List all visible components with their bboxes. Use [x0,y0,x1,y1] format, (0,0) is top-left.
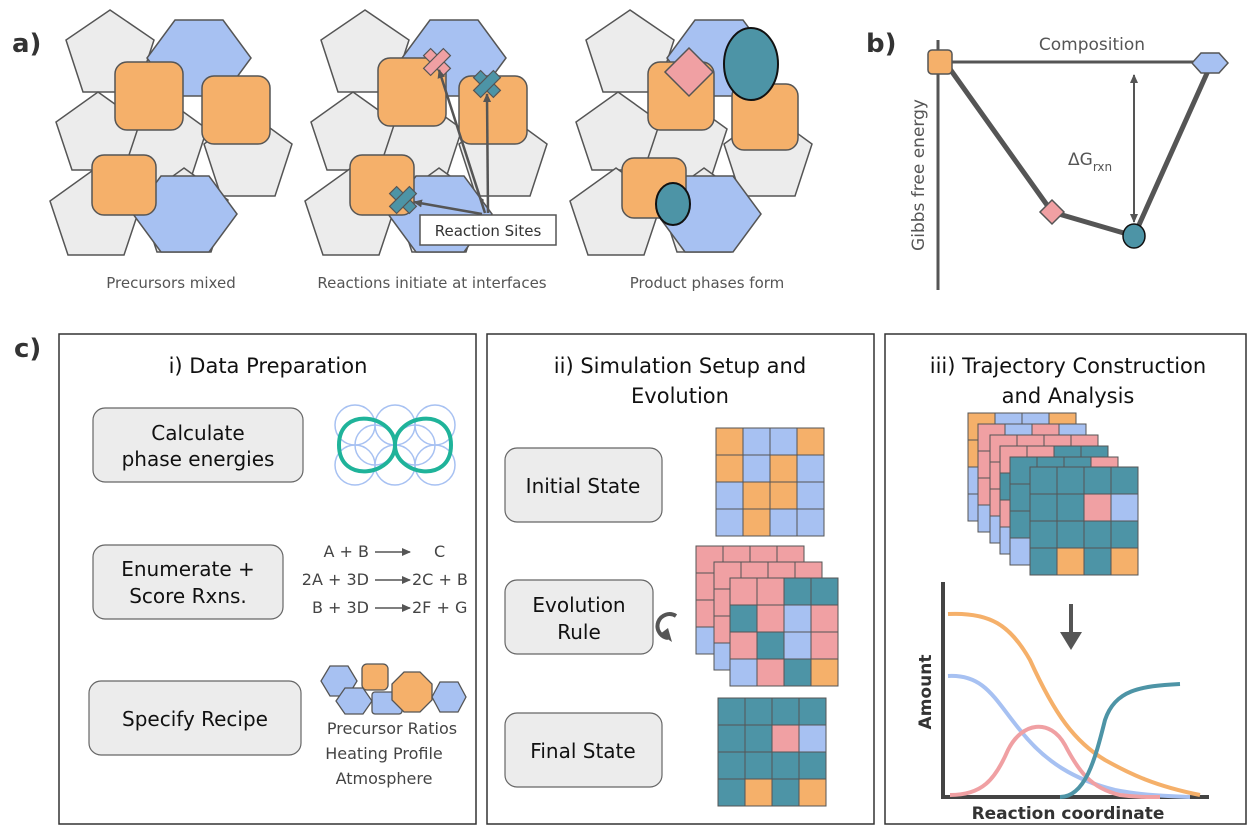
trajectory-box [884,333,1247,825]
reaction-site-cross-icon [422,47,452,77]
cycle-arrow-icon [655,612,678,642]
intermediate-diamond-icon [1038,198,1066,226]
recipe-item-heating: Heating Profile [325,744,443,763]
teal-phase-curve [1059,682,1181,799]
energy-diagram: Composition Gibbs free energy ΔGrxn [909,35,1230,290]
rule-line2: Rule [557,620,601,644]
initial-state-text: Initial State [526,474,641,498]
box1-title: i) Data Preparation [169,354,368,378]
down-arrow-icon [1060,604,1082,650]
simulation-box [486,333,875,825]
delta-g-label: ΔGrxn [1068,150,1112,174]
evolution-layer [729,577,839,687]
rxn2-right: 2C + B [412,570,468,589]
reaction-site-arrows [413,69,492,216]
caption-reactions-initiate: Reactions initiate at interfaces [317,274,546,292]
scene-precursors-mixed [49,9,293,256]
orbital-icon [334,404,456,486]
hull-line [942,60,1215,239]
energy-axis-label: Gibbs free energy [909,99,929,251]
box3-title-line2: and Analysis [1002,384,1135,408]
panel-c-label: c) [14,334,41,364]
amount-axis-label: Amount [916,655,936,730]
panel-b-label: b) [866,29,897,59]
box2-title-line1: ii) Simulation Setup and [554,354,806,378]
recipe-item-ratios: Precursor Ratios [327,719,457,738]
caption-product-phases: Product phases form [630,274,785,292]
precursor-hexagon-icon [1190,52,1230,74]
composition-label: Composition [1039,35,1145,55]
recipe-shapes-icon [320,663,467,715]
final-grid [717,697,827,807]
reaction-site-cross-icon [472,69,502,99]
step2-line2: Score Rxns. [129,584,247,608]
final-state-grid [717,697,827,807]
reaction-coordinate-label: Reaction coordinate [972,804,1165,824]
enumerate-reactions-step [92,544,284,620]
reaction-sites-label: Reaction Sites [435,222,542,240]
rxn1-left: A + B [324,542,370,561]
box2-title-line2: Evolution [631,384,729,408]
rxn3-right: 2F + G [412,598,467,617]
delta-g-text: ΔG [1068,150,1093,170]
step2-line1: Enumerate + [121,557,255,581]
caption-precursors-mixed: Precursors mixed [106,274,235,292]
rule-line1: Evolution [532,593,625,617]
box3-title-line1: iii) Trajectory Construction [930,354,1206,378]
reaction-list: A + B C 2A + 3D 2C + B B + 3D 2F + G [302,542,468,617]
initial-grid [715,427,825,537]
delta-g-subscript: rxn [1093,160,1112,174]
rxn1-right: C [434,542,445,561]
rxn2-left: 2A + 3D [302,570,369,589]
calculate-energies-step [92,407,304,483]
step1-line1: Calculate [151,421,244,445]
final-state-step [504,712,663,788]
initial-state-step [504,447,663,523]
panel-a-label: a) [12,29,41,59]
amount-chart: Amount Reaction coordinate [916,582,1209,824]
pink-phase-curve [949,724,1161,799]
scene-product-phases [569,9,813,256]
orange-phase-curve [947,611,1201,797]
final-state-text: Final State [530,739,635,763]
reaction-sites-callout [419,214,557,246]
specify-recipe-step [88,680,302,756]
blue-phase-curve [947,673,1191,799]
trajectory-grid-stack [967,412,1139,576]
trajectory-layer [1029,466,1139,576]
evolution-grid-stack [695,545,839,687]
reaction-site-markers [388,47,502,215]
initial-state-grid [715,427,825,537]
rxn3-left: B + 3D [312,598,369,617]
evolution-rule-step [504,579,654,655]
data-preparation-box [58,333,477,825]
precursor-square-icon [927,49,953,75]
recipe-item-atmosphere: Atmosphere [336,769,433,788]
step3-text: Specify Recipe [122,707,268,731]
step1-line2: phase energies [122,447,275,471]
reaction-site-cross-icon [388,185,418,215]
product-circle-icon [1122,223,1146,249]
